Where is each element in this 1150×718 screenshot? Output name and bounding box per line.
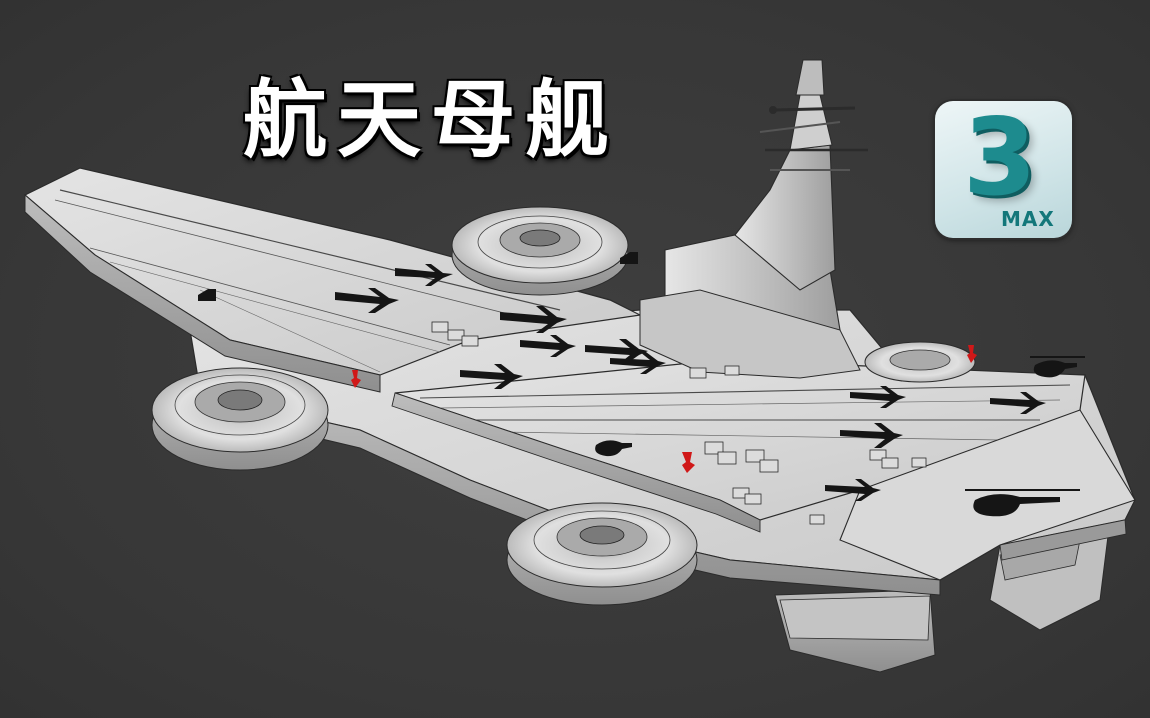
- rotor-right: [864, 341, 976, 383]
- logo-digit: 3: [963, 101, 1037, 219]
- page-title: 航天母舰: [243, 71, 620, 169]
- red-markers: [351, 345, 977, 473]
- cargo-crates: [431, 321, 927, 525]
- aircraft-silhouettes: [198, 252, 1085, 517]
- rotor-bottom: [506, 502, 698, 606]
- lower-hull: [774, 519, 1111, 673]
- rotor-left: [151, 367, 329, 471]
- flight-deck-upper: [23, 167, 642, 393]
- control-tower: [639, 59, 868, 379]
- 3dsmax-logo: 3 MAX: [935, 101, 1072, 238]
- rotor-top: [451, 206, 629, 296]
- flight-deck-right: [391, 359, 1136, 581]
- logo-text: MAX: [1001, 207, 1055, 231]
